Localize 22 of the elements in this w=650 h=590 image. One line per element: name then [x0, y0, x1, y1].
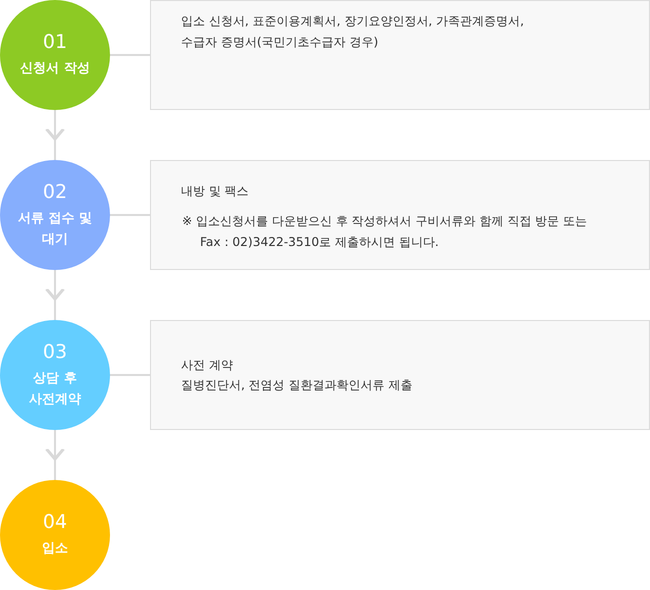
- step-number: 03: [42, 340, 68, 362]
- heading-text: 내방 및 팩스: [181, 182, 249, 200]
- info-box: [150, 320, 650, 430]
- step-label: 입소: [42, 540, 68, 558]
- note-text: ※ 입소신청서를 다운받으신 후 작성하셔서 구비서류와 함께 직접 방문 또는 Fax : 02)3422-3510로 제출하시면 됩니다.: [182, 212, 588, 250]
- connector-line: [110, 214, 150, 216]
- arrow: [45, 110, 65, 160]
- connector-line: [110, 374, 150, 376]
- step-number: 04: [42, 511, 68, 533]
- step-number: 02: [42, 180, 68, 202]
- info-text: 입소 신청서, 표준이용계획서, 장기요양인정서, 가족관계증명서, 수급자 증명서(국민기초수급자 경우): [181, 12, 525, 50]
- arrow: [45, 430, 65, 480]
- step-label: 신청서 작성: [20, 60, 90, 78]
- info-box: [150, 160, 650, 270]
- info-text: 질병진단서, 전염성 질환결과확인서류 제출: [181, 376, 412, 394]
- step-label: 상담 후 사전계약: [28, 370, 82, 408]
- step-label: 서류 접수 및 대기: [16, 210, 94, 248]
- step-number: 01: [42, 31, 68, 53]
- info-box: [150, 0, 650, 110]
- heading-text: 사전 계약: [181, 356, 233, 374]
- connector-line: [110, 54, 150, 56]
- arrow: [45, 270, 65, 320]
